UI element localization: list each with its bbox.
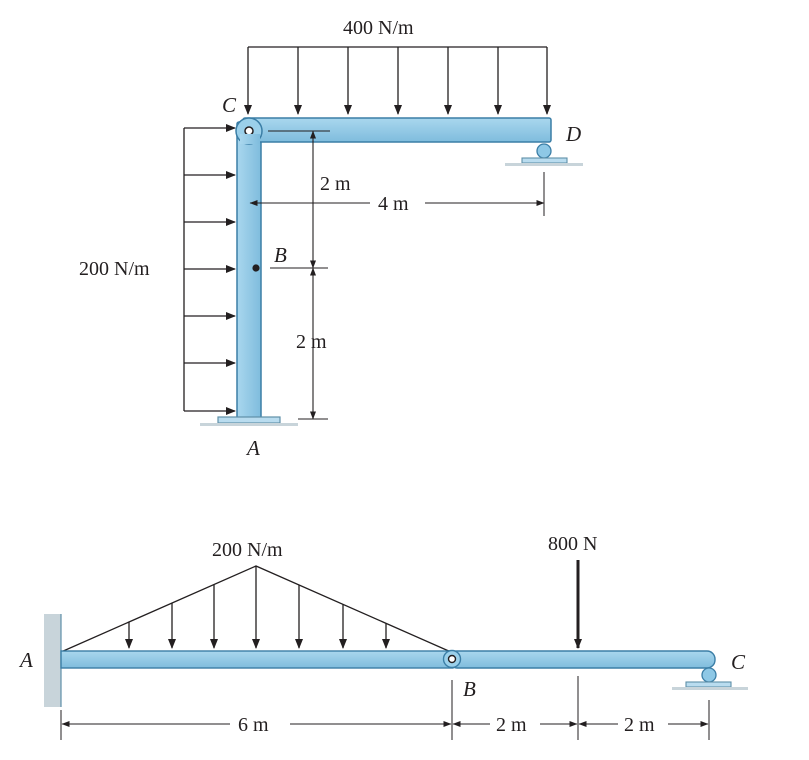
dimension-lines-top [249, 130, 545, 420]
dim-2m-lower: 2 m [296, 331, 327, 353]
beam-BC [448, 650, 716, 669]
point-B-dot [252, 264, 260, 272]
label-D-top: D [565, 122, 581, 146]
distributed-load-left [183, 124, 236, 415]
pin-C [244, 126, 254, 136]
distributed-load-top [244, 46, 551, 115]
label-A-top: A [245, 436, 260, 460]
bottom-beam-diagram: 200 N/m 800 N [18, 533, 748, 740]
beam-AB [60, 650, 454, 669]
fixed-support-A [200, 416, 298, 426]
triangular-load [60, 565, 452, 653]
label-B-top: B [274, 243, 287, 267]
dim-4m: 4 m [378, 193, 409, 215]
pin-B [447, 654, 457, 664]
triangular-load-label: 200 N/m [212, 539, 283, 561]
roller-support-C [672, 667, 748, 690]
label-C-bottom: C [731, 650, 746, 674]
label-C-top: C [222, 93, 237, 117]
dim-6m: 6 m [238, 714, 269, 736]
joint-fill [240, 134, 260, 144]
point-load-label: 800 N [548, 533, 597, 555]
dim-2m-upper: 2 m [320, 173, 351, 195]
load-top-label: 400 N/m [343, 17, 414, 39]
label-B-bottom: B [463, 677, 476, 701]
roller-support-D [505, 143, 583, 166]
label-A-bottom: A [18, 648, 33, 672]
horizontal-member [242, 117, 552, 143]
dim-2m-first: 2 m [496, 714, 527, 736]
top-frame: 400 N/m 200 N/m [79, 17, 583, 460]
dim-2m-second: 2 m [624, 714, 655, 736]
dimension-lines-bottom [60, 676, 710, 740]
load-left-label: 200 N/m [79, 258, 150, 280]
wall-A [44, 614, 61, 707]
